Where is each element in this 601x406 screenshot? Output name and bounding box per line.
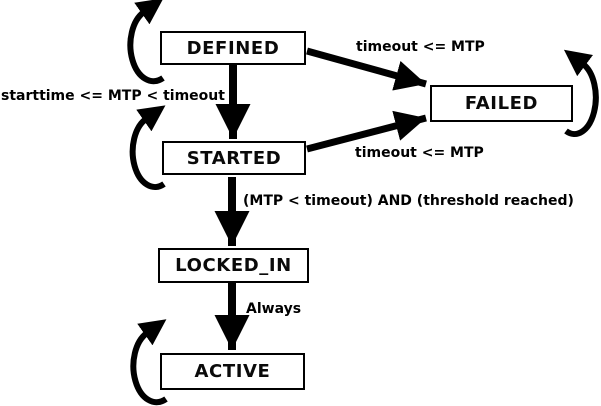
state-defined: DEFINED: [160, 31, 306, 65]
state-active: ACTIVE: [160, 353, 305, 390]
edge-label-defined-failed: timeout <= MTP: [356, 39, 485, 55]
state-failed: FAILED: [430, 85, 573, 122]
edge-label-lockedin-active: Always: [246, 301, 302, 317]
self-loop-defined-arrow: [127, 0, 165, 85]
edge-label-started-failed: timeout <= MTP: [355, 145, 484, 161]
arrow-defined-to-failed: [306, 47, 427, 91]
edge-label-defined-started: starttime <= MTP < timeout: [1, 88, 225, 104]
state-locked-in: LOCKED_IN: [158, 248, 309, 283]
arrow-started-to-failed: [306, 110, 427, 153]
edge-label-started-lockedin: (MTP < timeout) AND (threshold reached): [243, 193, 574, 209]
state-started: STARTED: [162, 141, 306, 175]
self-loop-started-arrow: [129, 105, 166, 190]
self-loop-active-arrow: [130, 319, 168, 406]
self-loop-failed-arrow: [563, 49, 599, 138]
